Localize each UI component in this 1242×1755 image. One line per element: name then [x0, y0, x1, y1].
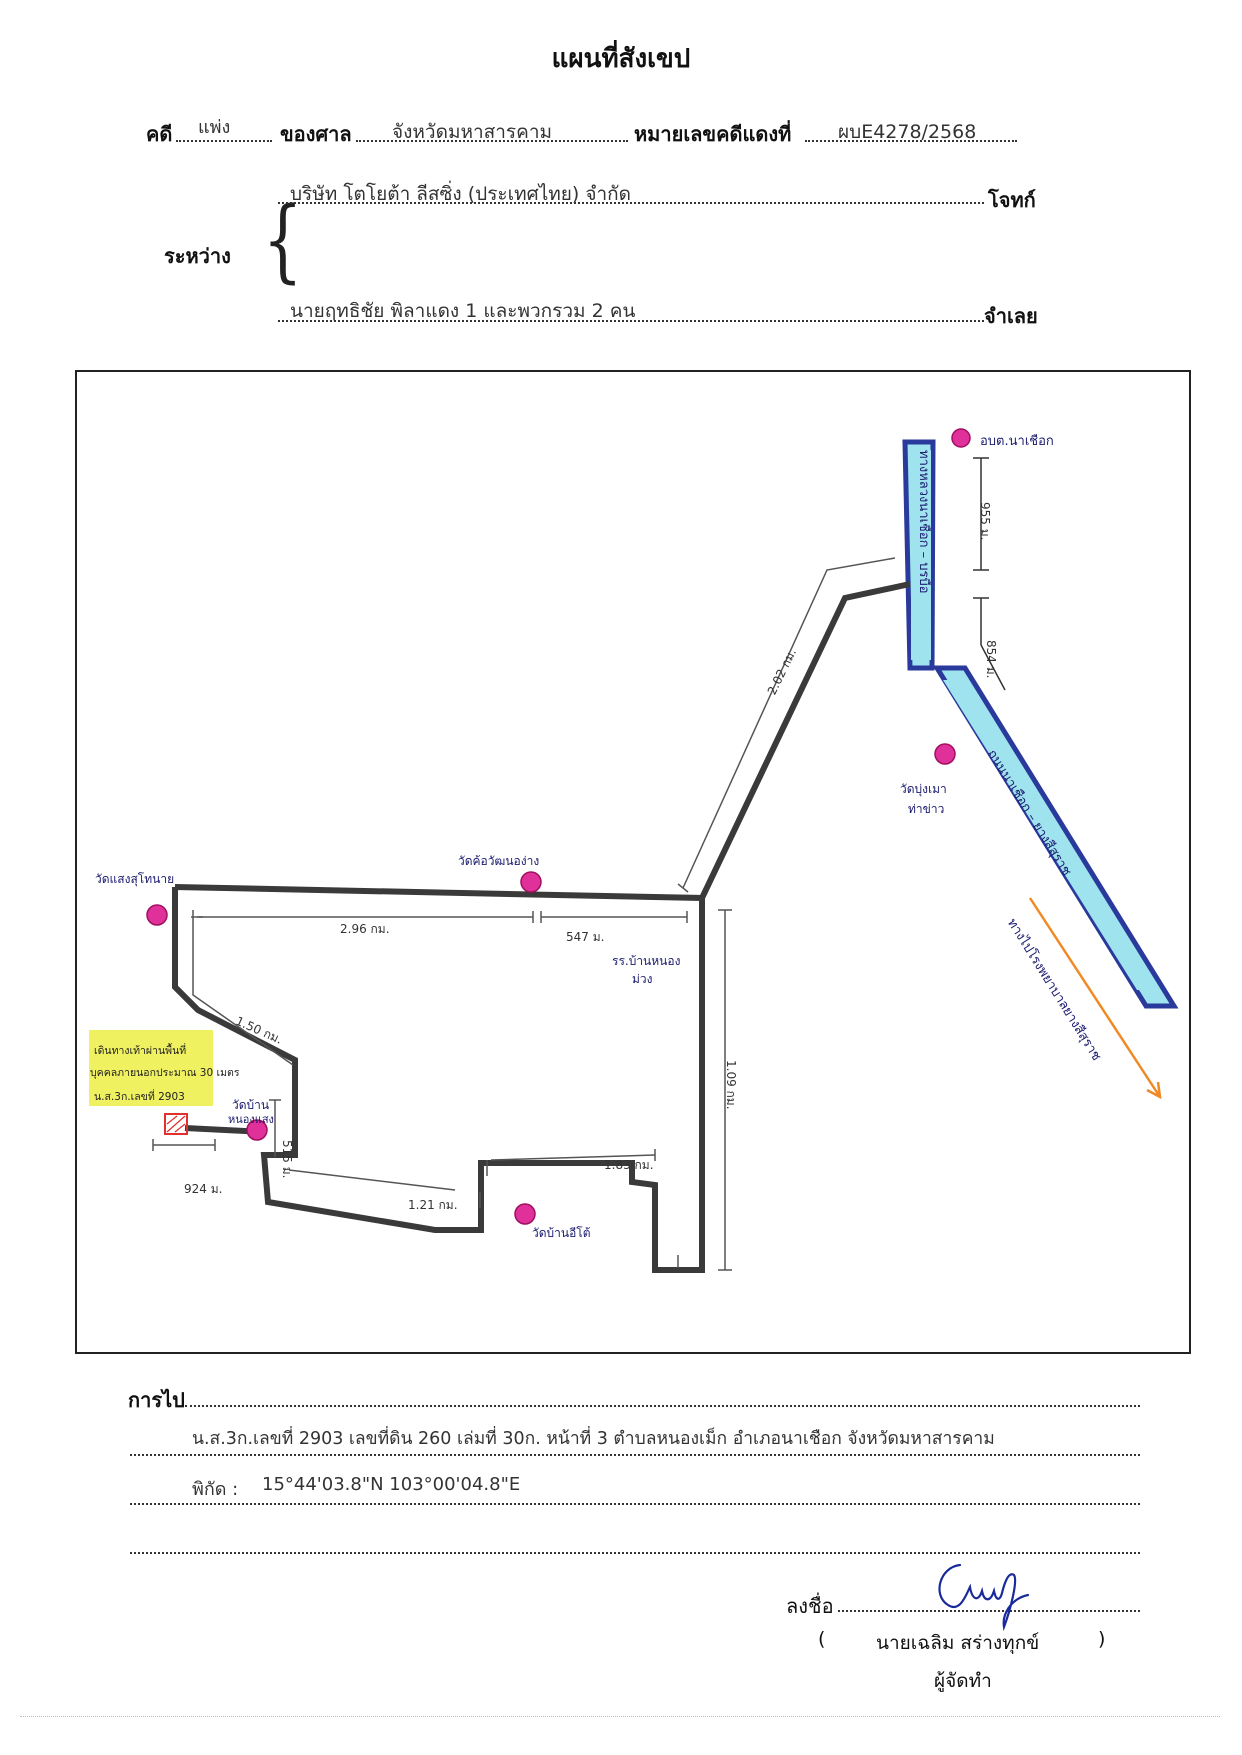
coord-value: 15°44'03.8"N 103°00'04.8"E	[262, 1474, 521, 1495]
label-dist-109: 1.09 กม.	[724, 1060, 738, 1110]
court-dotline	[356, 140, 628, 142]
label-dist-854: 854 ม.	[984, 640, 998, 679]
label-dist-121: 1.21 กม.	[408, 1198, 458, 1212]
route-diagonal	[699, 581, 911, 900]
marker-subdistrict-office	[951, 428, 971, 448]
note-line-3: น.ส.3ก.เลขที่ 2903	[94, 1091, 185, 1103]
signer-open: (	[818, 1628, 826, 1650]
label-dist-183: 1.83 กม.	[604, 1158, 654, 1172]
defendant-dotline	[278, 320, 984, 322]
dimension-955m	[973, 457, 989, 571]
label-temple-left: วัดแสงสุโทนาย	[95, 872, 175, 886]
label-dist-547: 547 ม.	[566, 930, 605, 944]
marker-temple-mid	[520, 871, 542, 893]
signer-close: )	[1098, 1628, 1106, 1650]
label-dist-955: 955 ม.	[978, 502, 992, 541]
signer-name: นายเฉลิม สร่างทุกข์	[876, 1632, 1040, 1654]
red-case-label: หมายเลขคดีแดงที่	[634, 122, 792, 146]
label-temple-bungmao-2: ท่าข่าว	[908, 802, 945, 816]
sign-label: ลงชื่อ	[786, 1594, 834, 1618]
label-temple-small-2: หนองแสง	[228, 1113, 274, 1126]
goto-dotline	[185, 1405, 1140, 1407]
label-temple-small: วัดบ้าน	[232, 1098, 270, 1112]
direction-arrow	[1028, 897, 1162, 1100]
label-temple-bungmao: วัดบุ่งเมา	[900, 782, 947, 796]
plaintiff-dotline	[278, 202, 984, 204]
land-dotline	[130, 1454, 1140, 1456]
case-type: แพ่ง	[198, 117, 231, 138]
marker-temple-small	[246, 1119, 268, 1141]
sign-dotline	[838, 1610, 1140, 1612]
label-road-upper: ทางหลวงนาเชือก – บรบือ	[916, 450, 931, 594]
dimension-854m	[973, 597, 1006, 691]
page-title: แผนที่สังเขป	[551, 44, 691, 74]
land-description: น.ส.3ก.เลขที่ 2903 เลขที่ดิน 260 เล่มที่…	[192, 1429, 995, 1449]
label-temple-bottom: วัดบ้านอีโต้	[532, 1226, 591, 1240]
marker-temple-left	[146, 904, 168, 926]
parcel-marker	[164, 1113, 188, 1135]
red-case-dotline	[805, 140, 1017, 142]
label-school-2: ม่วง	[632, 972, 653, 986]
court-label: ของศาล	[280, 122, 352, 146]
label-dist-924: 924 ม.	[184, 1182, 223, 1196]
sketch-map	[89, 428, 1179, 1273]
coord-label: พิกัด :	[192, 1479, 239, 1500]
plaintiff-label: โจทก์	[988, 188, 1036, 212]
label-dist-515: 515 ม.	[280, 1140, 294, 1179]
defendant-name: นายฤทธิชัย พิลาแดง 1 และพวกรวม 2 คน	[290, 300, 636, 322]
label-dist-296: 2.96 กม.	[340, 922, 390, 936]
note-highlight	[89, 1030, 213, 1106]
marker-temple-bottom	[514, 1203, 536, 1225]
brace-glyph: {	[262, 188, 303, 293]
label-subdistrict-office: อบต.นาเชือก	[980, 434, 1054, 449]
plaintiff-name: บริษัท โตโยต้า ลีสซิ่ง (ประเทศไทย) จำกัด	[290, 183, 632, 205]
label-temple-mid: วัดค้อวัฒนอง่าง	[458, 854, 540, 868]
signature	[938, 1563, 1030, 1632]
case-label: คดี	[146, 122, 173, 146]
coord-dotline	[130, 1503, 1140, 1505]
note-line-1: เดินทางเท้าผ่านพื้นที่	[94, 1045, 187, 1057]
blank-dotline	[130, 1552, 1140, 1554]
red-case-number: ผบE4278/2568	[838, 121, 977, 143]
between-label: ระหว่าง	[164, 244, 231, 268]
goto-label: การไป	[128, 1388, 185, 1412]
note-line-2: บุคคลภายนอกประมาณ 30 เมตร	[90, 1067, 240, 1079]
case-type-dotline	[176, 140, 272, 142]
temple-markers	[146, 428, 971, 1225]
label-school: รร.บ้านหนอง	[612, 954, 681, 968]
defendant-label: จำเลย	[984, 304, 1038, 328]
map-frame	[75, 370, 1191, 1354]
signer-role: ผู้จัดทำ	[934, 1670, 992, 1692]
marker-temple-bungmao	[934, 743, 956, 765]
page-bottom-rule	[20, 1716, 1220, 1717]
court-name: จังหวัดมหาสารคาม	[392, 121, 553, 143]
